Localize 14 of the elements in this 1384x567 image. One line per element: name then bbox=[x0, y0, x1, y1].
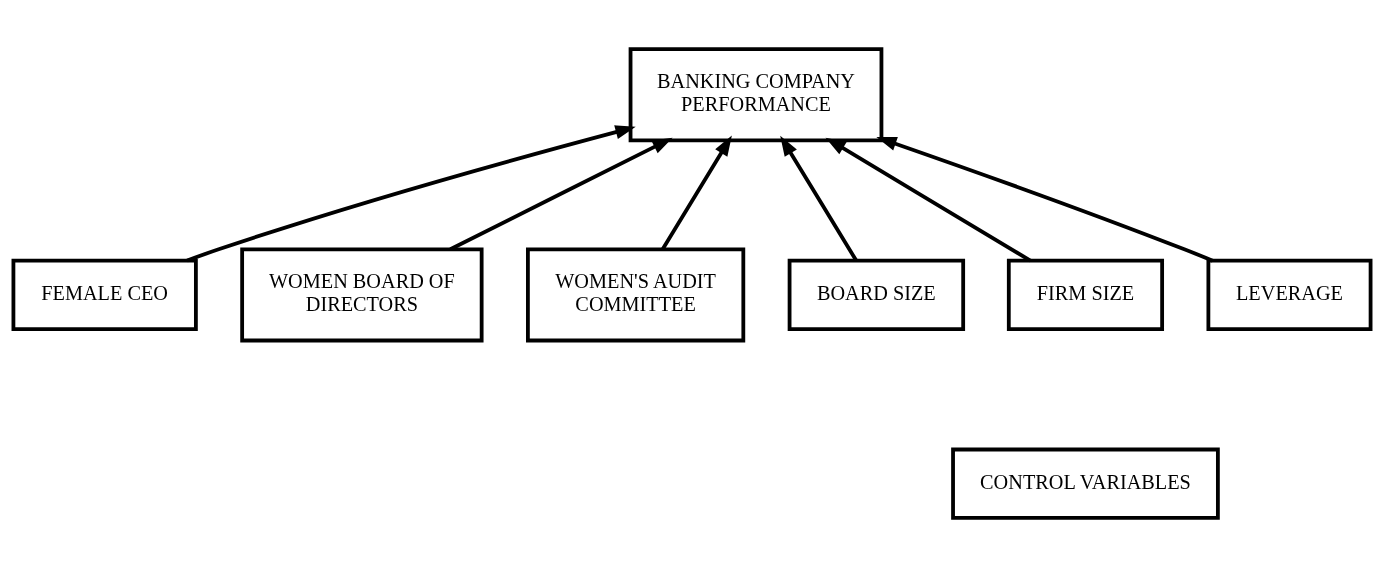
node-box: BOARD SIZE bbox=[787, 258, 966, 331]
arrow bbox=[661, 135, 732, 251]
node-box: FEMALE CEO bbox=[11, 258, 198, 331]
arrow bbox=[825, 137, 1032, 263]
node-box: WOMEN'S AUDIT COMMITTEE bbox=[526, 247, 746, 343]
arrow bbox=[780, 135, 858, 262]
node-box: CONTROL VARIABLES bbox=[951, 447, 1220, 520]
node-box: WOMEN BOARD OF DIRECTORS bbox=[240, 247, 484, 343]
arrow bbox=[449, 137, 673, 251]
node-box: BANKING COMPANY PERFORMANCE bbox=[628, 47, 884, 143]
arrow bbox=[186, 125, 636, 263]
arrow bbox=[876, 137, 1214, 263]
node-box: FIRM SIZE bbox=[1006, 258, 1165, 331]
node-box: LEVERAGE bbox=[1206, 258, 1373, 331]
